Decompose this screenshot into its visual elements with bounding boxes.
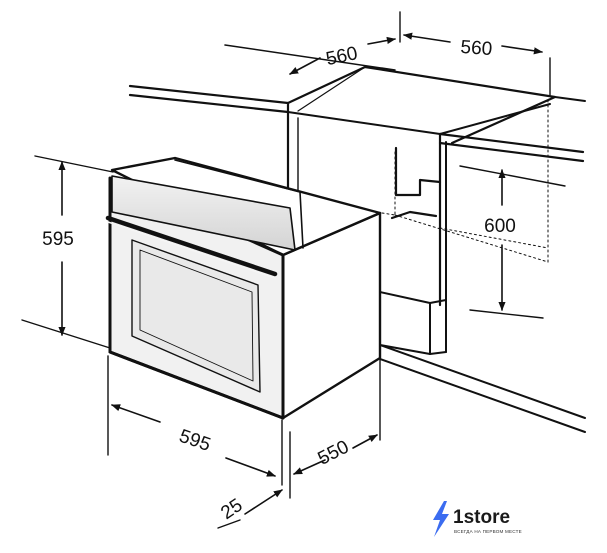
logo-tagline: ВСЕГДА НА ПЕРВОМ МЕСТЕ [454,529,522,534]
niche-depth-label: 560 [460,37,493,60]
niche-height-label: 600 [484,216,516,237]
lightning-bolt-icon [433,501,449,537]
store-logo: 1store ВСЕГДА НА ПЕРВОМ МЕСТЕ [433,501,522,537]
logo-brand: 1store [453,507,510,528]
oven [105,156,382,420]
dimension-lines [21,11,566,529]
niche-width-label: 560 [324,43,359,70]
oven-depth-label: 550 [315,437,353,470]
oven-height-label: 595 [42,229,74,250]
oven-width-label: 595 [176,426,213,456]
front-projection-label: 25 [217,495,246,524]
